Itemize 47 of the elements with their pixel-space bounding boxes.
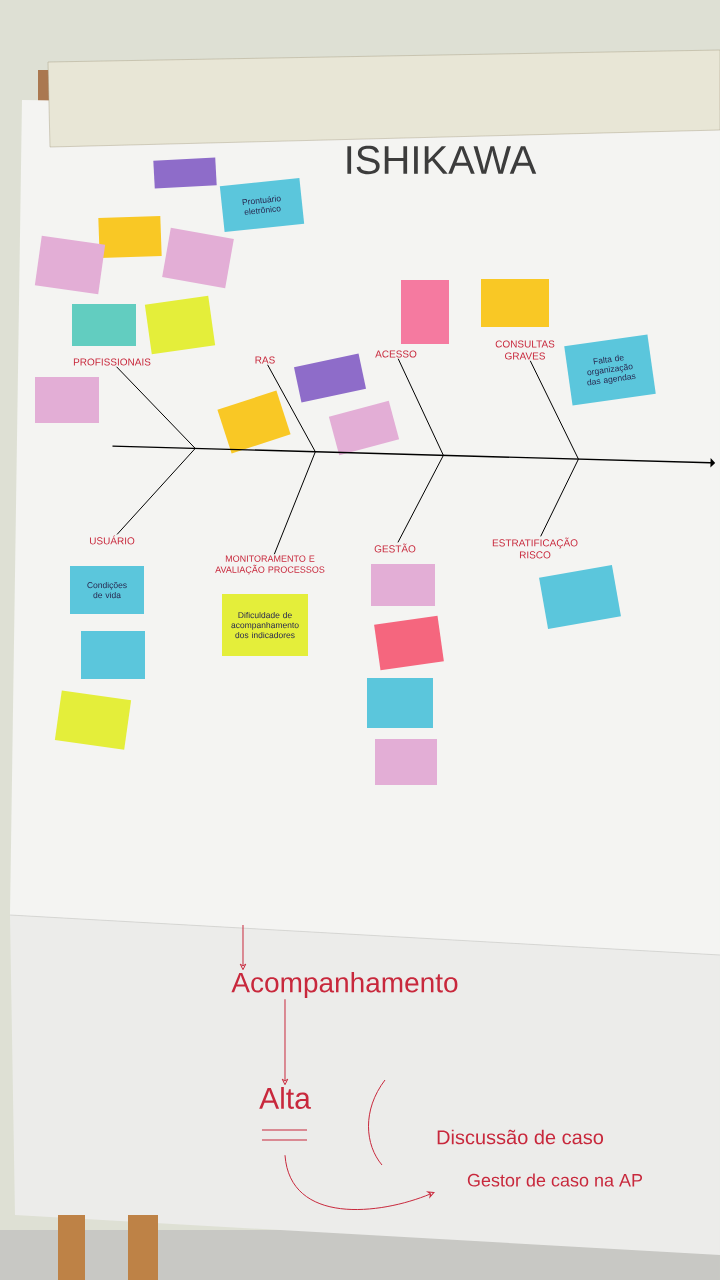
sticky-note xyxy=(367,678,433,728)
handwritten-word: Acompanhamento xyxy=(231,971,458,999)
category-label: ESTRATIFICAÇÃO RISCO xyxy=(492,537,578,559)
sticky-note xyxy=(401,280,449,344)
sticky-note: Falta de organização das agendas xyxy=(564,334,656,406)
fishbone-bone xyxy=(397,358,444,456)
fishbone-bone xyxy=(116,366,196,449)
sticky-note xyxy=(162,227,234,289)
sticky-note xyxy=(81,631,145,679)
sticky-note xyxy=(481,279,549,327)
fishbone-bone xyxy=(397,454,444,543)
sticky-note xyxy=(34,235,106,295)
handwritten-word: Alta xyxy=(259,1087,311,1110)
arrow xyxy=(284,1154,435,1211)
handwritten-note: Gestor de caso na AP xyxy=(467,1173,643,1187)
category-label: ACESSO xyxy=(375,350,417,358)
arrow xyxy=(281,998,289,1086)
fishbone-bone xyxy=(529,360,579,460)
sticky-note xyxy=(217,390,291,454)
arrow xyxy=(239,924,247,971)
fishbone-bone xyxy=(540,458,579,537)
sticky-note: Prontuário eletrônico xyxy=(219,177,305,233)
handwritten-note: Discussão de caso xyxy=(437,1129,604,1145)
sticky-note xyxy=(374,615,444,671)
sticky-note: Condições de vida xyxy=(70,566,144,614)
category-label: PROFISSIONAIS xyxy=(73,358,151,366)
category-label: USUÁRIO xyxy=(90,535,135,545)
title: ISHIKAWA xyxy=(347,145,537,175)
sticky-note xyxy=(539,565,621,630)
category-label: RAS xyxy=(255,356,275,364)
sticky-note xyxy=(293,353,366,403)
sticky-note xyxy=(54,690,132,750)
fishbone-bone xyxy=(116,447,196,535)
sticky-note xyxy=(153,157,217,189)
fishbone-spine xyxy=(112,445,716,468)
sticky-note xyxy=(371,564,435,606)
category-label: CONSULTAS GRAVES xyxy=(495,340,555,360)
fishbone-bone xyxy=(267,364,316,453)
sticky-note xyxy=(72,304,136,346)
sticky-note: Dificuldade de acompanhamento dos indicadores xyxy=(222,594,308,656)
category-label: MONITORAMENTO E AVALIAÇÃO PROCESSOS xyxy=(215,555,325,575)
category-label: GESTÃO xyxy=(374,543,416,553)
sticky-note xyxy=(35,377,99,423)
sticky-note xyxy=(144,295,216,355)
fishbone-bone xyxy=(273,451,316,555)
sticky-note xyxy=(375,739,437,785)
sticky-note xyxy=(328,400,400,456)
